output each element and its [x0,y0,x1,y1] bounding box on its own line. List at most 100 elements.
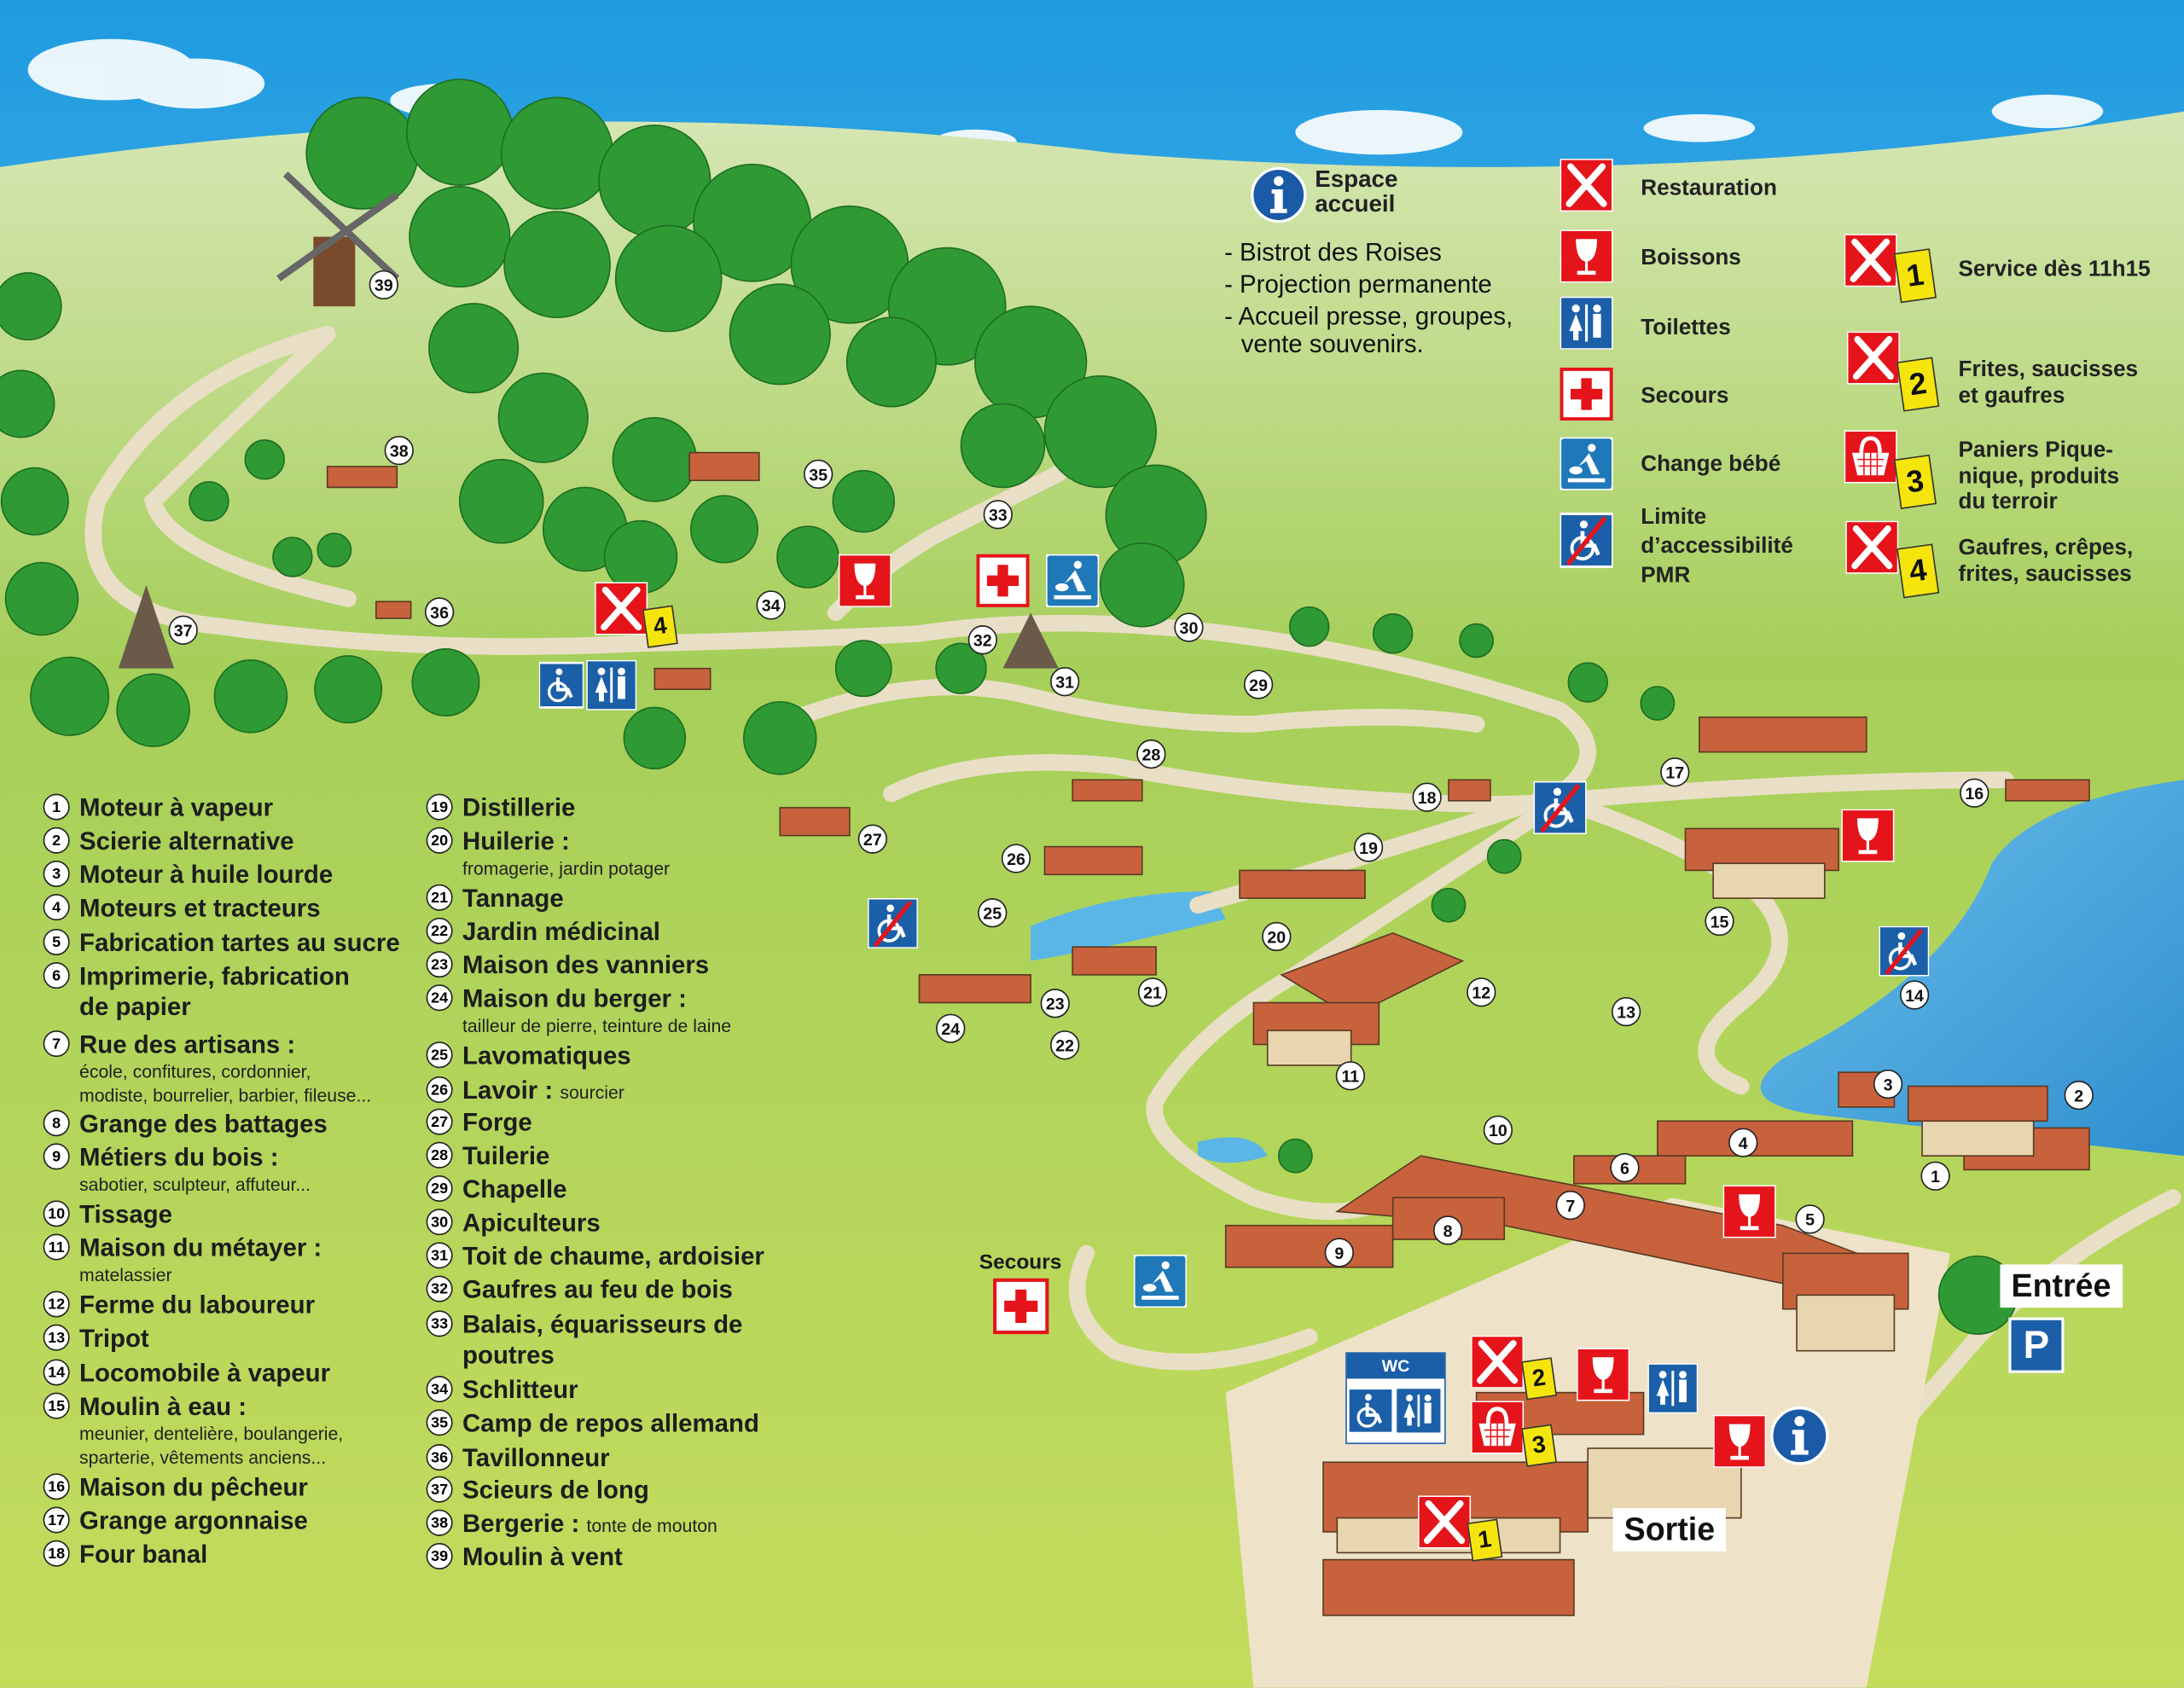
legend-subtitle: matelassier [79,1264,172,1285]
legend-number: 32 [426,1275,453,1302]
drink-icon[interactable] [838,554,892,607]
map-marker-36[interactable]: 36 [424,597,455,627]
map-marker-20[interactable]: 20 [1262,921,1292,952]
legend-title: Métiers du bois :sabotier, sculpteur, af… [79,1143,311,1195]
legend-title: Forge [462,1108,532,1137]
restaurant-icon [1560,159,1613,212]
toilets-icon[interactable] [586,659,637,711]
map-marker-39[interactable]: 39 [369,270,398,300]
food-point-label: Service dès 11h15 [1958,258,2151,281]
legend-title: Chapelle [462,1175,567,1204]
legend-subtitle: meunier, dentelière, boulangerie, [79,1423,344,1445]
accueil-item: - Accueil presse, groupes, [1224,302,1513,330]
restaurant-icon[interactable] [1418,1495,1472,1549]
map-marker-8[interactable]: 8 [1432,1215,1463,1245]
drink-icon[interactable] [1577,1348,1630,1401]
no-wheelchair-icon[interactable] [1533,780,1587,834]
legend-subtitle: tailleur de pierre, teinture de laine [462,1015,732,1036]
restaurant-icon[interactable] [1471,1335,1525,1389]
map-marker-12[interactable]: 12 [1467,977,1496,1007]
map-marker-29[interactable]: 29 [1243,670,1274,699]
map-marker-13[interactable]: 13 [1611,996,1641,1027]
map-marker-30[interactable]: 30 [1174,612,1204,642]
legend-number: 5 [43,928,70,955]
map-marker-24[interactable]: 24 [936,1013,966,1043]
map-marker-35[interactable]: 35 [804,459,834,490]
map-marker-38[interactable]: 38 [384,436,414,466]
map-marker-33[interactable]: 33 [983,500,1013,530]
map-marker-31[interactable]: 31 [1050,667,1080,697]
map-marker-4[interactable]: 4 [1728,1128,1758,1157]
map-marker-26[interactable]: 26 [1001,844,1031,873]
no-wheelchair-icon [1560,508,1613,572]
legend-title: Moteur à huile lourde [79,860,334,889]
map-marker-1[interactable]: 1 [1920,1161,1950,1191]
map-marker-34[interactable]: 34 [756,590,786,620]
map-marker-37[interactable]: 37 [168,615,198,645]
first-aid-icon[interactable] [976,554,1030,607]
map-marker-23[interactable]: 23 [1040,989,1070,1018]
map-marker-16[interactable]: 16 [1960,778,1989,808]
map-marker-3[interactable]: 3 [1873,1069,1903,1099]
legend-number: 37 [426,1476,453,1503]
map-marker-10[interactable]: 10 [1483,1115,1513,1146]
wc-label: WC [1346,1353,1445,1379]
legend-title: Grange argonnaise [79,1506,308,1535]
toilets-icon[interactable] [1647,1363,1699,1414]
wheelchair-icon[interactable] [538,660,584,711]
service-label: Change bébé [1641,452,1781,477]
map-marker-22[interactable]: 22 [1050,1030,1080,1060]
legend-number: 17 [43,1506,70,1534]
drink-icon[interactable] [1841,809,1895,862]
drink-icon [1560,229,1613,283]
legend-subtitle: modiste, bourrelier, barbier, fileuse... [79,1084,372,1106]
map-marker-18[interactable]: 18 [1412,782,1442,812]
legend-number: 16 [43,1473,70,1500]
map-marker-7[interactable]: 7 [1555,1190,1585,1221]
map-marker-28[interactable]: 28 [1136,739,1166,769]
drink-icon[interactable] [1722,1185,1776,1238]
no-wheelchair-icon[interactable] [1879,925,1930,977]
map-marker-6[interactable]: 6 [1610,1152,1640,1183]
toilets-icon [1560,296,1613,350]
legend-title: Maison du pêcheur [79,1473,308,1501]
drink-icon[interactable] [1713,1414,1767,1468]
map-marker-32[interactable]: 32 [967,625,997,655]
baby-change-icon[interactable] [1133,1255,1188,1308]
legend-number: 4 [43,894,70,921]
food-point-badge: 4 [642,605,678,648]
map-marker-5[interactable]: 5 [1795,1204,1825,1234]
map-marker-15[interactable]: 15 [1705,906,1734,937]
legend-subtitle: sparterie, vêtements anciens... [79,1447,327,1468]
restaurant-icon [1846,331,1900,385]
info-icon[interactable] [1770,1406,1829,1465]
food-point-badge: 4 [1896,543,1940,599]
map-marker-17[interactable]: 17 [1660,757,1690,787]
first-aid-icon[interactable] [993,1278,1049,1335]
no-wheelchair-icon[interactable] [868,898,918,948]
legend-subtitle: sabotier, sculpteur, affuteur... [79,1174,311,1195]
map-marker-14[interactable]: 14 [1899,980,1930,1010]
map-marker-21[interactable]: 21 [1137,977,1168,1007]
restaurant-icon[interactable] [595,582,648,635]
baby-change-icon[interactable] [1046,554,1100,607]
legend-title: Tannage [462,884,564,913]
basket-icon[interactable] [1471,1401,1525,1454]
food-point-badge: 3 [1893,454,1937,509]
map-marker-25[interactable]: 25 [978,898,1008,928]
map-marker-9[interactable]: 9 [1324,1238,1354,1267]
map-marker-11[interactable]: 11 [1335,1061,1365,1091]
map-marker-19[interactable]: 19 [1353,832,1384,862]
legend-number: 9 [43,1143,70,1170]
legend-title: Camp de repos allemand [462,1409,759,1437]
map-marker-2[interactable]: 2 [2064,1080,2094,1111]
wc-block[interactable]: WC [1345,1352,1446,1445]
legend-number: 38 [426,1509,453,1536]
legend-title: Fabrication tartes au sucre [79,928,400,957]
food-point-badge: 1 [1893,248,1937,304]
map-marker-27[interactable]: 27 [857,824,887,854]
